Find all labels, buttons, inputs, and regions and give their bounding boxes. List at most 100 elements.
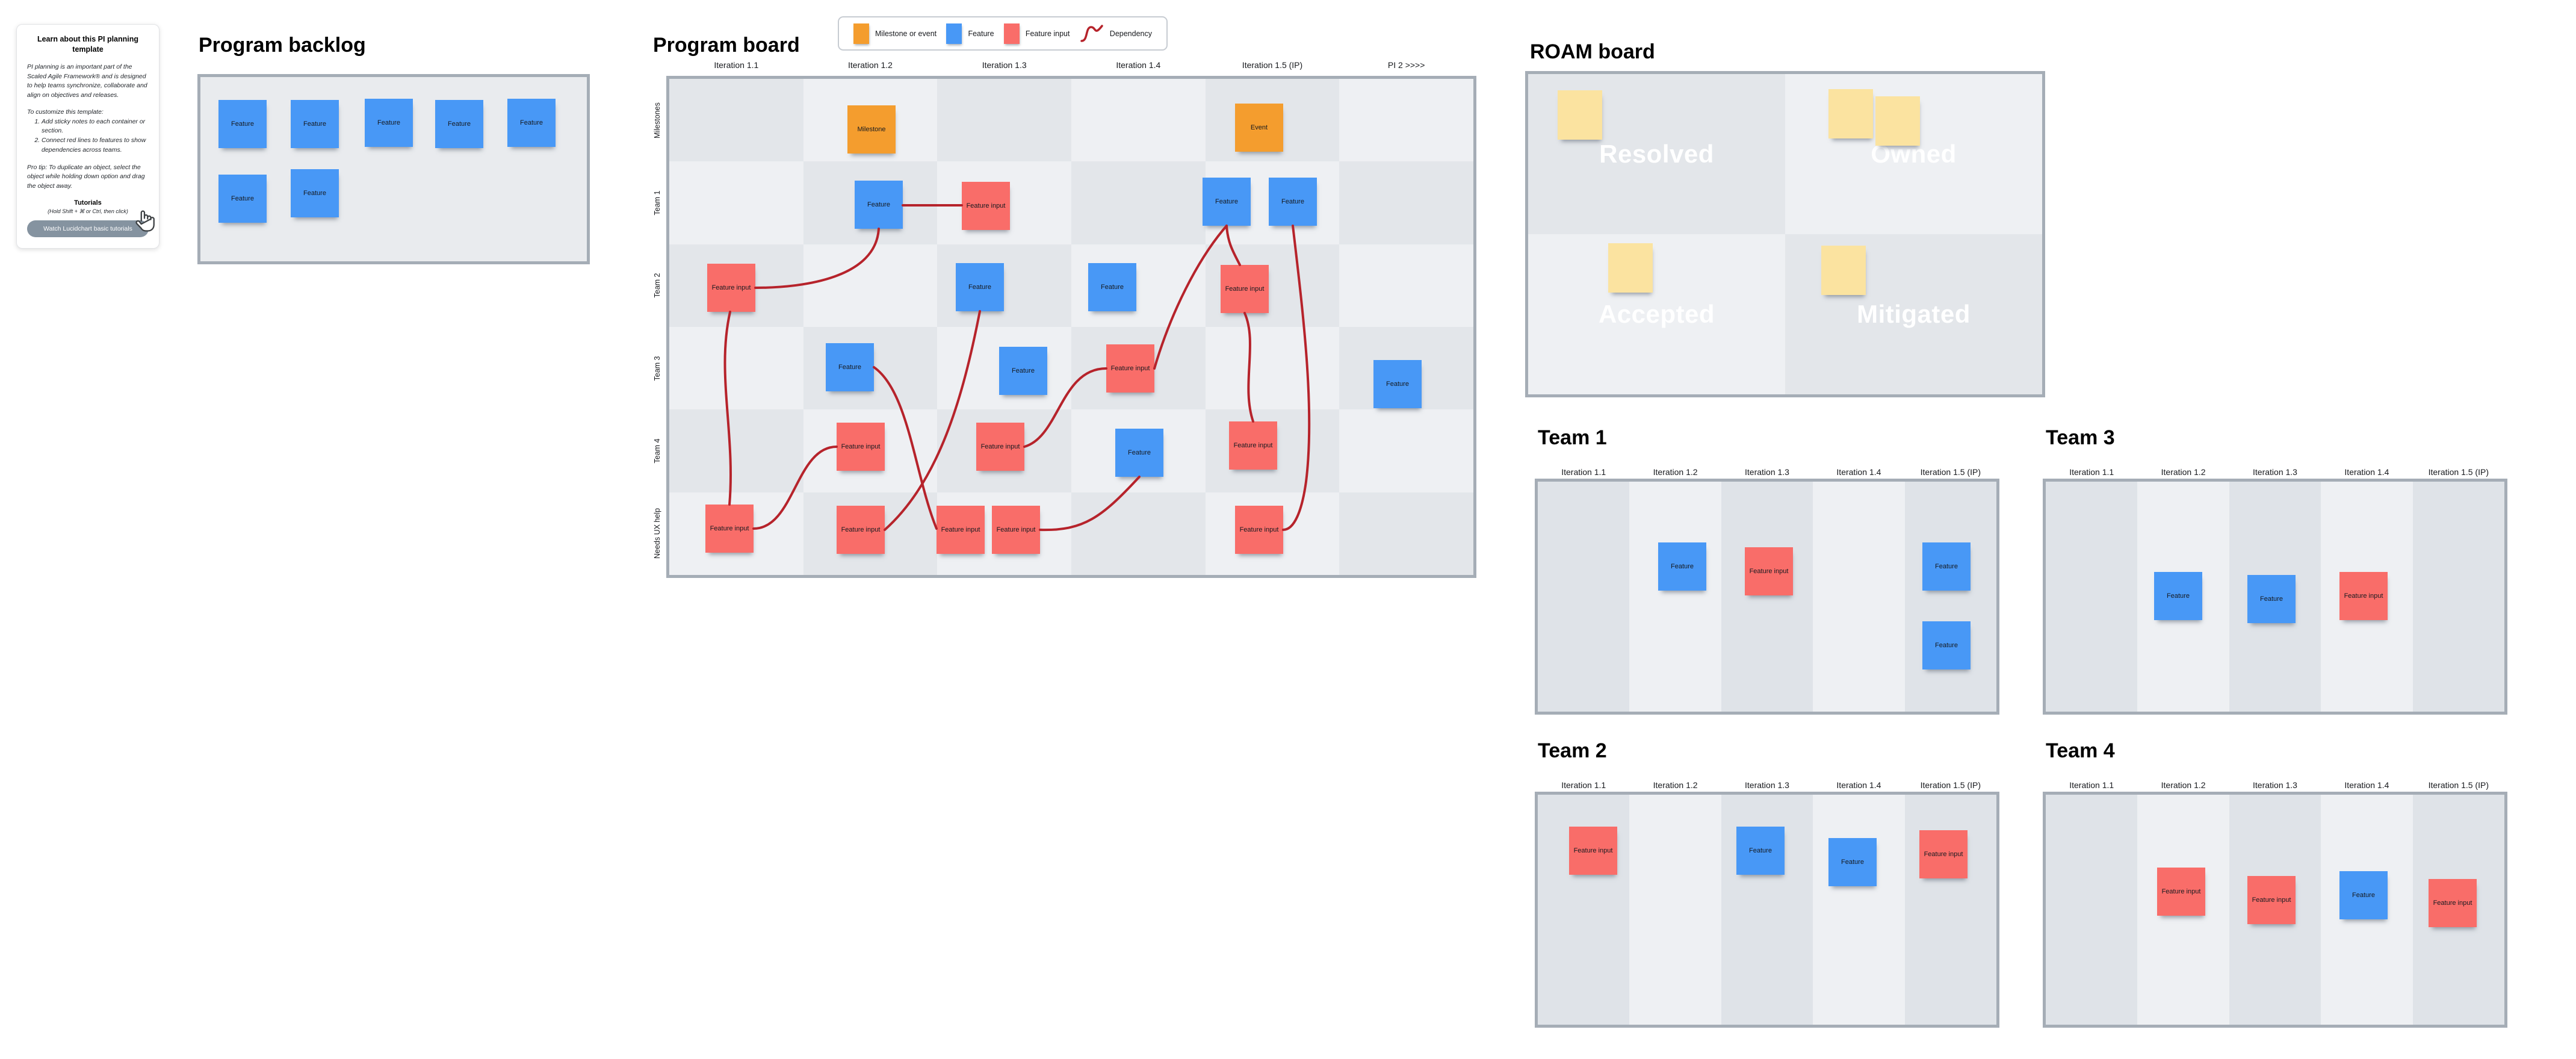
team-column-header: Iteration 1.4	[1836, 467, 1881, 477]
program-board-cell	[669, 79, 804, 162]
team-board-input-sticky[interactable]: Feature input	[2339, 572, 2388, 620]
roam-risk-sticky[interactable]	[1821, 246, 1866, 295]
team-board-column	[1813, 482, 1906, 712]
backlog-feature-sticky[interactable]: Feature	[435, 100, 483, 148]
team-column-header: Iteration 1.3	[1745, 467, 1789, 477]
feature-swatch-icon	[946, 23, 962, 44]
program-board-milestone-sticky[interactable]: Event	[1235, 104, 1283, 152]
program-board-feature-sticky[interactable]: Feature	[1373, 360, 1422, 408]
program-board-feature-sticky[interactable]: Feature	[1269, 178, 1317, 226]
program-board-feature-sticky[interactable]: Feature	[855, 181, 903, 229]
team-board-feature-sticky[interactable]: Feature	[1736, 827, 1785, 875]
program-board-feature-sticky[interactable]: Feature	[999, 347, 1047, 395]
team-column-header: Iteration 1.5 (IP)	[2428, 780, 2489, 790]
team-board-feature-sticky[interactable]: Feature	[1828, 838, 1877, 886]
backlog-feature-sticky[interactable]: Feature	[291, 169, 339, 217]
team-column-header: Iteration 1.1	[1561, 467, 1606, 477]
program-row-label: Team 1	[653, 190, 661, 216]
team-column-header: Iteration 1.3	[2253, 467, 2297, 477]
backlog-feature-sticky[interactable]: Feature	[291, 100, 339, 148]
program-board-input-sticky[interactable]: Feature input	[1235, 506, 1283, 554]
program-board-cell	[1339, 244, 1474, 328]
program-board-input-sticky[interactable]: Feature input	[962, 182, 1010, 230]
backlog-feature-sticky[interactable]: Feature	[365, 99, 413, 147]
roam-risk-sticky[interactable]	[1558, 90, 1602, 140]
roam-risk-sticky[interactable]	[1828, 89, 1873, 138]
program-column-header: Iteration 1.1	[714, 60, 759, 70]
team-column-header: Iteration 1.3	[2253, 780, 2297, 790]
team-column-header: Iteration 1.1	[2069, 780, 2114, 790]
program-board-feature-sticky[interactable]: Feature	[1203, 178, 1251, 226]
team-board-column	[1538, 482, 1630, 712]
program-board-feature-sticky[interactable]: Feature	[826, 343, 874, 391]
program-board-feature-sticky[interactable]: Feature	[956, 263, 1004, 311]
team-board-feature-sticky[interactable]: Feature	[1922, 621, 1971, 669]
program-board-input-sticky[interactable]: Feature input	[992, 506, 1040, 554]
program-board-title: Program board	[653, 33, 800, 57]
legend-item: Feature input	[1003, 23, 1070, 44]
team-board-input-sticky[interactable]: Feature input	[1919, 830, 1968, 878]
program-board-input-sticky[interactable]: Feature input	[1106, 344, 1154, 393]
program-row-label: Needs UX help	[653, 508, 661, 559]
program-board-input-sticky[interactable]: Feature input	[976, 423, 1024, 471]
team-column-header: Iteration 1.1	[2069, 467, 2114, 477]
backlog-feature-sticky[interactable]: Feature	[218, 175, 267, 223]
roam-quadrant-label: Resolved	[1599, 140, 1714, 168]
program-board-cell	[669, 327, 804, 410]
roam-risk-sticky[interactable]	[1608, 243, 1653, 293]
roam-board-title: ROAM board	[1530, 40, 1655, 63]
team-board-input-sticky[interactable]: Feature input	[2157, 868, 2205, 916]
program-row-label: Team 2	[653, 273, 661, 298]
program-board-input-sticky[interactable]: Feature input	[937, 506, 985, 554]
input-swatch-icon	[1003, 23, 1020, 44]
program-board-cell	[1071, 161, 1206, 245]
program-board-input-sticky[interactable]: Feature input	[1229, 421, 1277, 470]
info-card-step: Add sticky notes to each container or se…	[42, 117, 149, 137]
program-board-feature-sticky[interactable]: Feature	[1088, 263, 1136, 311]
legend-item-label: Feature	[968, 29, 994, 38]
program-board-cell	[1071, 79, 1206, 162]
info-card-intro: PI planning is an important part of the …	[27, 63, 147, 99]
program-board-feature-sticky[interactable]: Feature	[1115, 429, 1163, 477]
program-row-label: Team 4	[653, 438, 661, 464]
team-column-header: Iteration 1.4	[2344, 780, 2389, 790]
program-board-input-sticky[interactable]: Feature input	[837, 506, 885, 554]
program-board-cell	[1339, 409, 1474, 493]
program-board-cell	[803, 244, 938, 328]
program-board-input-sticky[interactable]: Feature input	[837, 423, 885, 471]
program-board-input-sticky[interactable]: Feature input	[707, 264, 755, 312]
team-board-column	[2046, 482, 2138, 712]
roam-quadrant-label: Accepted	[1598, 300, 1715, 328]
program-board-cell	[937, 79, 1072, 162]
program-board-cell	[1205, 327, 1340, 410]
backlog-feature-sticky[interactable]: Feature	[218, 100, 267, 148]
team-board-feature-sticky[interactable]: Feature	[2154, 572, 2202, 620]
roam-risk-sticky[interactable]	[1875, 96, 1920, 146]
team-board-input-sticky[interactable]: Feature input	[1745, 547, 1793, 595]
program-board-input-sticky[interactable]: Feature input	[1221, 265, 1269, 313]
team-board-feature-sticky[interactable]: Feature	[2247, 575, 2296, 623]
dependency-line-icon	[1080, 24, 1103, 42]
watch-tutorials-button[interactable]: Watch Lucidchart basic tutorials	[27, 220, 149, 237]
program-board-milestone-sticky[interactable]: Milestone	[847, 105, 896, 154]
info-card-pro-tip: Pro tip: To duplicate an object, select …	[27, 163, 145, 190]
team-board-input-sticky[interactable]: Feature input	[2429, 879, 2477, 927]
backlog-feature-sticky[interactable]: Feature	[507, 99, 556, 147]
program-board-cell	[1339, 79, 1474, 162]
team-board-feature-sticky[interactable]: Feature	[2339, 871, 2388, 919]
team-column-header: Iteration 1.1	[1561, 780, 1606, 790]
team-board-input-sticky[interactable]: Feature input	[2247, 876, 2296, 924]
backlog-title: Program backlog	[199, 33, 366, 57]
program-board-input-sticky[interactable]: Feature input	[705, 505, 754, 553]
team-board-feature-sticky[interactable]: Feature	[1658, 542, 1706, 591]
team-board-feature-sticky[interactable]: Feature	[1922, 542, 1971, 591]
team-board-input-sticky[interactable]: Feature input	[1569, 827, 1617, 875]
team-column-header: Iteration 1.4	[2344, 467, 2389, 477]
info-card-title: Learn about this PI planning template	[37, 35, 139, 54]
program-board-cell	[669, 161, 804, 245]
info-card-customize-heading: To customize this template:	[27, 108, 104, 116]
program-column-header: Iteration 1.3	[982, 60, 1027, 70]
program-board-cell	[669, 409, 804, 493]
tutorials-hint: (Hold Shift + ⌘ or Ctrl, then click)	[48, 208, 128, 214]
team-board-title: Team 2	[1538, 739, 1607, 762]
